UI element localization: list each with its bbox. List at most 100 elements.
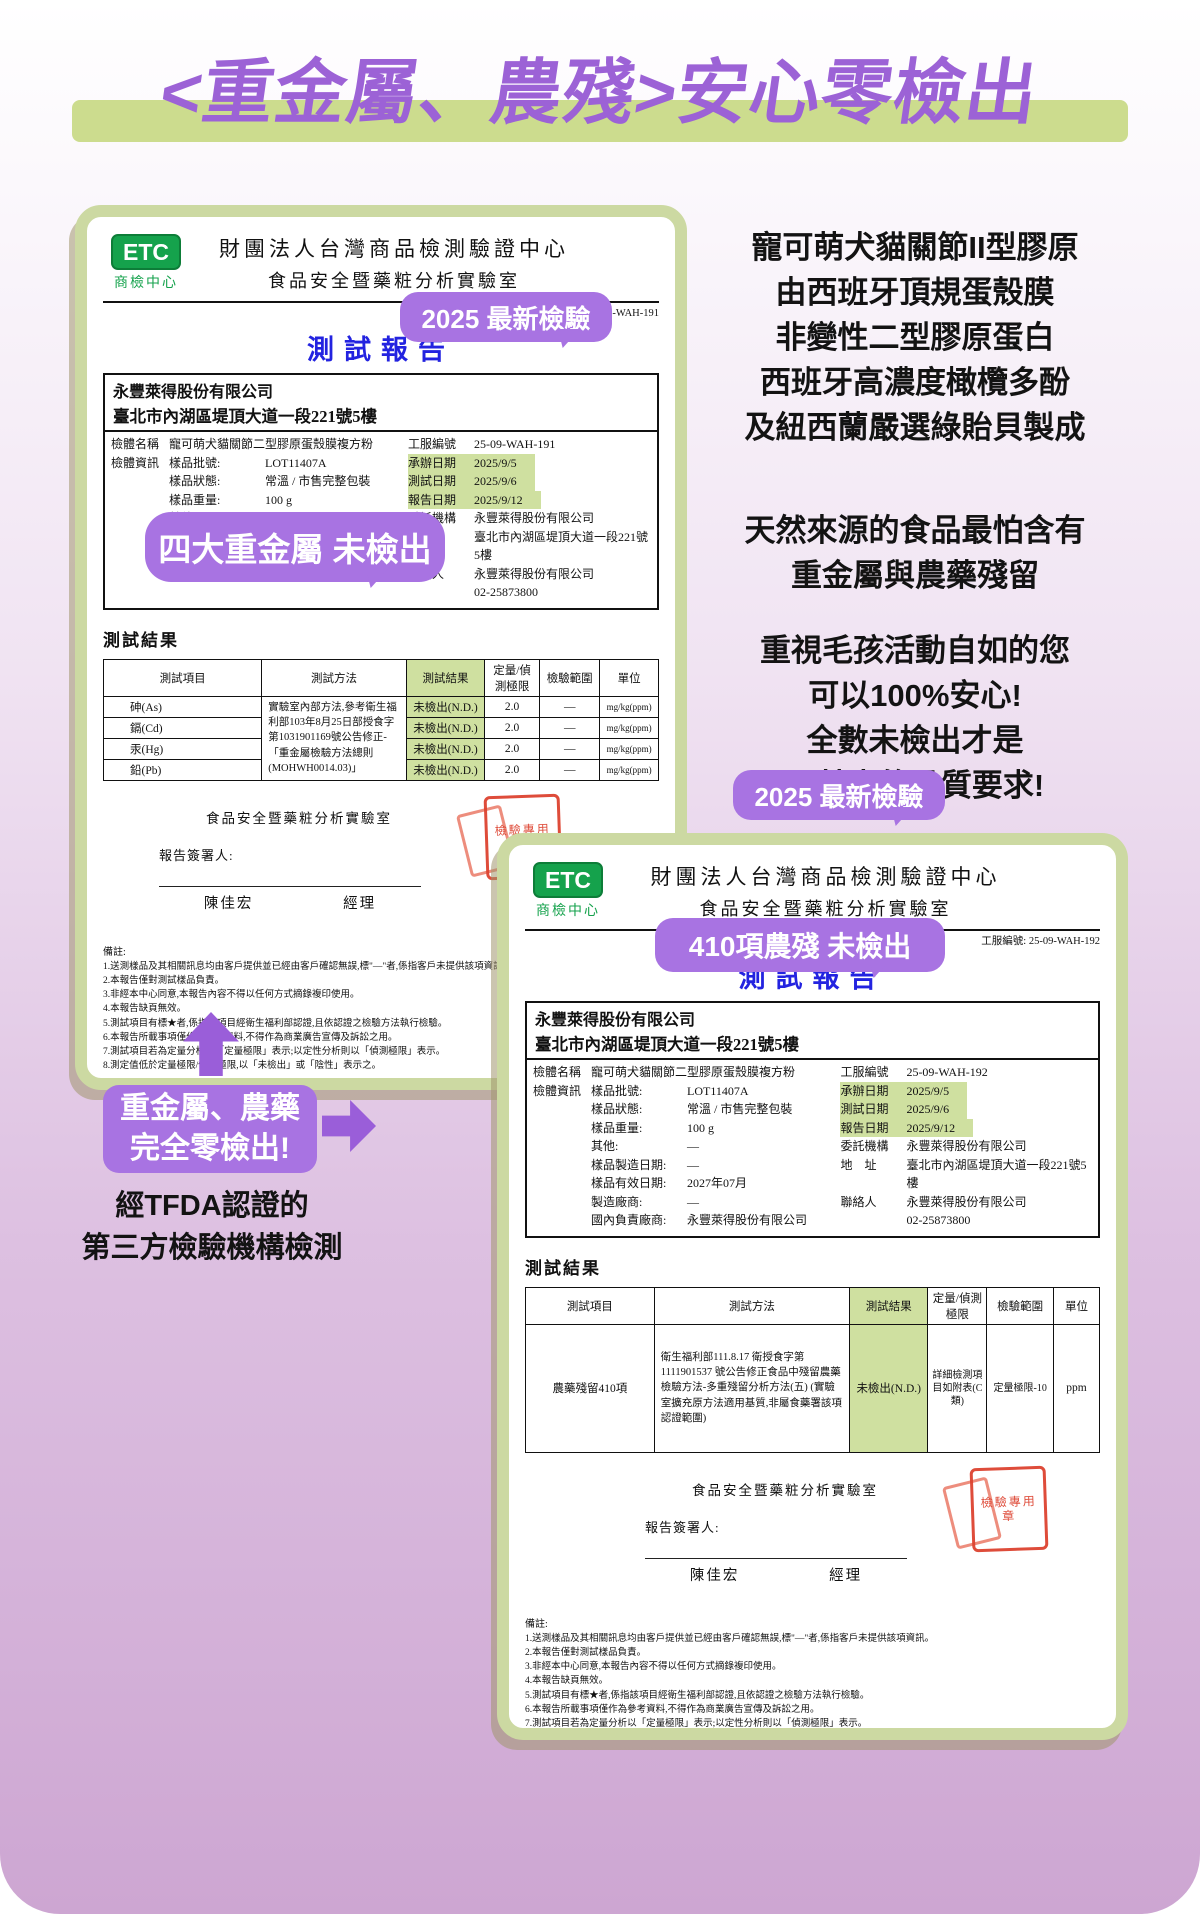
field-value: 永豐萊得股份有限公司 [474, 566, 595, 581]
org-name: 財團法人台灣商品檢測驗證中心 食品安全暨藥粧分析實驗室 [611, 861, 1040, 921]
cell-result: 未檢出(N.D.) [405, 737, 486, 760]
seal-big-icon: 檢驗專用章 [969, 1465, 1049, 1552]
field-value: — [687, 1157, 699, 1172]
cell-limit: 2.0 [484, 716, 541, 739]
col-limit: 定量/偵測極限 [927, 1286, 988, 1325]
field-row-highlighted: 報告日期 2025/9/12 [408, 490, 541, 509]
field-row: 國內負責廠商: 永豐萊得股份有限公司 [533, 1211, 840, 1230]
notes: 備註: 1.送測樣品及其相關訊息均由客戶提供並已經由客戶確認無誤,標"—"者,係… [103, 945, 659, 1074]
field-sublabel: 樣品狀態: [591, 1102, 643, 1116]
results-heading: 測試結果 [103, 630, 179, 650]
signature-name-row: 陳佳宏 經理 [159, 885, 421, 913]
field-value: 永豐萊得股份有限公司 [474, 511, 595, 525]
col-method: 測試方法 [653, 1286, 850, 1325]
field-sublabel: 樣品有效日期: [591, 1176, 667, 1190]
org-line2: 食品安全暨藥粧分析實驗室 [699, 899, 952, 919]
tfda-line: 第三方檢驗機構檢測 [81, 1232, 343, 1264]
signature-lab-name: 食品安全暨藥粧分析實驗室 [206, 810, 392, 826]
marketing-line: 由西班牙頂規蛋殼膜 [775, 275, 1055, 310]
note-line: 2.本報告僅對測試樣品負責。 [525, 1647, 647, 1658]
field-value: 寵可萌犬貓關節二型膠原蛋殼膜複方粉 [169, 437, 374, 451]
field-row: 樣品製造日期:— [533, 1156, 840, 1175]
cell-result: 未檢出(N.D.) [848, 1323, 929, 1453]
cell-item: 鉛(Pb) [102, 758, 263, 781]
note-line: 3.非經本中心同意,本報告內容不得以任何方式摘錄複印使用。 [525, 1662, 782, 1672]
field-value: 2027年07月 [687, 1176, 748, 1190]
signature-name-row: 陳佳宏 經理 [645, 1557, 907, 1585]
field-value: 100 g [687, 1120, 714, 1135]
field-sublabel: 國內負責廠商: [591, 1213, 667, 1227]
cert-header: ETC 商檢中心 財團法人台灣商品檢測驗證中心 食品安全暨藥粧分析實驗室 [103, 233, 659, 293]
badge-pesticide-nd: 410項農殘 未檢出 [655, 918, 945, 972]
job-number-value: 25-09-WAH-191 [587, 308, 659, 319]
sample-info-box: 永豐萊得股份有限公司 臺北市內湖區堤頂大道一段221號5樓 檢體名稱寵可萌犬貓關… [525, 1001, 1100, 1238]
badge-2025-latest-1: 2025 最新檢驗 [400, 292, 612, 342]
fields-left: 檢體名稱寵可萌犬貓關節二型膠原蛋殼膜複方粉 檢體資訊樣品批號:LOT11407A… [533, 1063, 840, 1230]
note-line: 3.非經本中心同意,本報告內容不得以任何方式摘錄複印使用。 [103, 990, 360, 1000]
field-sublabel: 樣品批號: [169, 455, 221, 470]
badge-line: 完全零檢出! [130, 1132, 290, 1165]
cell-limit: 2.0 [484, 737, 541, 760]
col-unit: 單位 [599, 658, 659, 697]
field-row: 02-25873800 [408, 583, 651, 602]
etc-logo-icon: ETC 商檢中心 [103, 234, 189, 292]
col-limit: 定量/偵測極限 [484, 658, 541, 697]
company-address: 臺北市內湖區堤頂大道一段221號5樓 [105, 402, 657, 432]
signer-title: 經理 [343, 895, 377, 912]
field-value: 2025/9/12 [474, 492, 523, 507]
field-value: 2025/9/5 [906, 1083, 950, 1098]
col-result: 測試結果 [405, 658, 486, 697]
cell-limit: 2.0 [484, 758, 541, 781]
pesticide-results-table: 測試項目 測試方法 測試結果 定量/偵測極限 檢驗範圍 單位 農藥殘留410項 … [525, 1286, 1100, 1453]
field-value: 2025/9/5 [474, 455, 517, 470]
table-header-row: 測試項目 測試方法 測試結果 定量/偵測極限 檢驗範圍 單位 [525, 1286, 1100, 1325]
marketing-line: 重視毛孩活動自如的您 [760, 633, 1070, 668]
cell-item: 汞(Hg) [102, 737, 263, 760]
col-range: 檢驗範圍 [986, 1286, 1055, 1325]
heavy-metal-results-table: 測試項目 測試方法 測試結果 定量/偵測極限 檢驗範圍 單位 砷(As) 實驗室… [102, 658, 659, 781]
marketing-warning: 天然來源的食品最怕含有 重金屬與農藥殘留 [690, 508, 1140, 598]
field-value: 永豐萊得股份有限公司 [687, 1213, 808, 1227]
field-value: 臺北市內湖區堤頂大道一段221號5樓 [906, 1157, 1087, 1191]
cell-item: 農藥殘留410項 [525, 1323, 655, 1453]
cell-range: — [539, 737, 601, 760]
table-header-row: 測試項目 測試方法 測試結果 定量/偵測極限 檢驗範圍 單位 [102, 658, 659, 697]
cell-unit: mg/kg(ppm) [599, 716, 659, 739]
note-line: 5.測試項目有標★者,係指該項目經衛生福利部認證,且依認證之檢驗方法執行檢驗。 [525, 1690, 870, 1701]
field-label: 承辦日期 [408, 455, 457, 470]
field-row: 樣品狀態:常溫 / 市售完整包裝 [111, 472, 408, 491]
field-value: 2025/9/6 [474, 474, 517, 488]
field-value: 臺北市內湖區堤頂大道一段221號5樓 [474, 529, 649, 563]
field-value: 02-25873800 [906, 1213, 971, 1227]
field-label: 地 址 [840, 1157, 877, 1172]
field-row: 樣品重量:100 g [111, 491, 408, 510]
field-value: 100 g [265, 492, 292, 507]
field-label: 檢體資訊 [111, 455, 160, 470]
field-sublabel: 樣品重量: [591, 1120, 643, 1135]
field-value: LOT11407A [687, 1083, 749, 1098]
signature-lab-name: 食品安全暨藥粧分析實驗室 [692, 1482, 878, 1498]
field-row: 聯絡人永豐萊得股份有限公司 [840, 1193, 1092, 1212]
signature-block: 食品安全暨藥粧分析實驗室 報告簽署人: 檢驗專用章 陳佳宏 經理 [645, 1465, 1065, 1601]
field-row: 委託機構永豐萊得股份有限公司 [840, 1137, 1092, 1156]
notes-title: 備註: [525, 1618, 548, 1630]
marketing-line: 天然來源的食品最怕含有 [744, 513, 1086, 548]
cert-header: ETC 商檢中心 財團法人台灣商品檢測驗證中心 食品安全暨藥粧分析實驗室 [525, 861, 1100, 921]
cell-limit: 2.0 [484, 695, 541, 718]
tfda-line: 經TFDA認證的 [115, 1190, 309, 1222]
etc-logo-text: ETC [533, 862, 603, 898]
field-row: 地 址 臺北市內湖區堤頂大道一段221號5樓 [840, 1156, 1092, 1193]
field-row: 製造廠商:— [533, 1193, 840, 1212]
field-value: 常溫 / 市售完整包裝 [265, 474, 371, 488]
cell-result: 未檢出(N.D.) [405, 695, 486, 718]
cell-result: 未檢出(N.D.) [405, 716, 486, 739]
marketing-line: 可以100%安心! [808, 678, 1022, 713]
marketing-line: 及紐西蘭嚴選綠貽貝製成 [744, 410, 1086, 445]
field-label: 報告日期 [408, 492, 457, 507]
field-label: 檢體名稱 [111, 437, 160, 451]
